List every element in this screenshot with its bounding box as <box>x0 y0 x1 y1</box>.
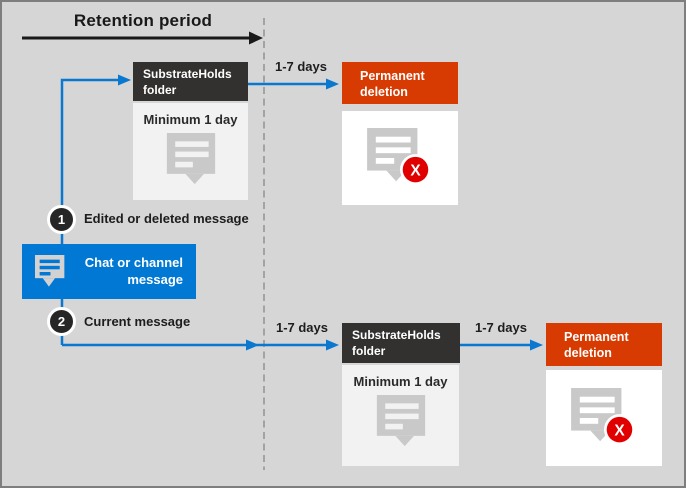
substrateholds-folder-bottom-box: SubstrateHolds folder <box>342 323 460 363</box>
substrateholds-folder-top-box: SubstrateHolds folder <box>133 62 248 101</box>
arrowhead-into-top-deletion <box>326 78 339 90</box>
minimum-duration-label: Minimum 1 day <box>143 112 238 127</box>
chat-or-channel-message-label: Chat or channel message <box>84 254 183 287</box>
minimum-1-day-bottom-box: Minimum 1 day <box>342 365 459 466</box>
minimum-1-day-top-box: Minimum 1 day <box>133 103 248 200</box>
permanent-deletion-top-box: Permanent deletion <box>342 62 458 104</box>
arrowhead-into-bottom-deletion <box>530 339 543 351</box>
message-bubble-icon <box>376 395 425 447</box>
deleted-message-top-box: X <box>342 111 458 205</box>
message-bubble-icon <box>166 133 215 185</box>
chat-or-channel-message-box: Chat or channel message <box>22 244 196 299</box>
step-2-number: 2 <box>57 314 66 329</box>
permanent-deletion-bottom-box: Permanent deletion <box>546 323 662 366</box>
deleted-message-x-icon: X <box>571 388 635 446</box>
minimum-duration-label: Minimum 1 day <box>353 374 448 389</box>
chat-message-icon <box>35 254 65 287</box>
top-arrow-duration-label: 1-7 days <box>274 59 328 74</box>
step-1-number: 1 <box>57 212 66 227</box>
step-1-badge: 1 <box>47 205 76 234</box>
branch-1-label: Edited or deleted message <box>84 211 249 226</box>
arrowhead-at-boundary <box>246 339 259 351</box>
arrowhead-into-bottom-folder <box>326 339 339 351</box>
diagram-title: Retention period <box>73 11 213 30</box>
deleted-message-bottom-box: X <box>546 370 662 466</box>
bottom-arrow-duration-label-after: 1-7 days <box>474 320 528 335</box>
step-2-badge: 2 <box>47 307 76 336</box>
delete-x-glyph: X <box>614 422 625 439</box>
branch-2-label: Current message <box>84 314 191 329</box>
arrowhead-into-top-folder <box>118 74 131 86</box>
timeline-arrow <box>22 31 263 45</box>
delete-x-glyph: X <box>410 162 421 179</box>
bottom-arrow-duration-label-before: 1-7 days <box>275 320 329 335</box>
deleted-message-x-icon: X <box>367 128 431 186</box>
